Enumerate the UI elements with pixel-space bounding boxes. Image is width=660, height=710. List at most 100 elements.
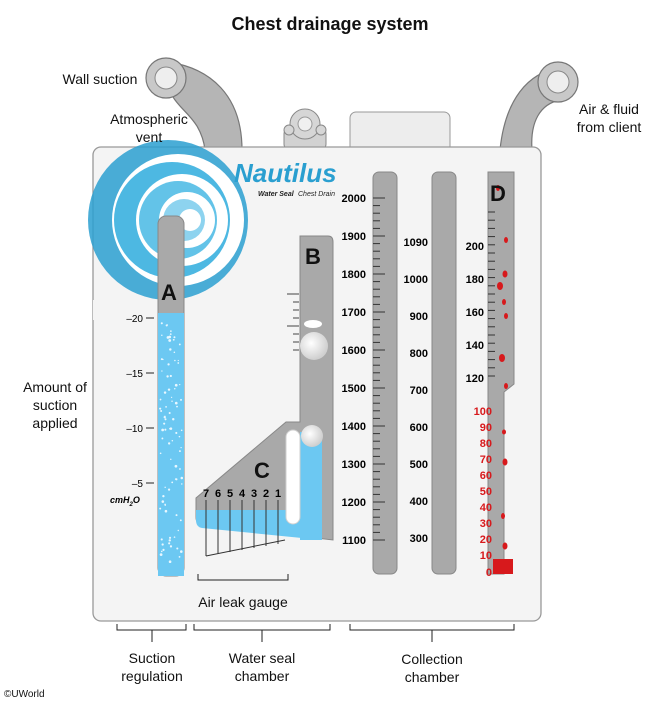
bubble-dot [171, 481, 174, 484]
bubble-dot [175, 514, 178, 517]
bubble-dot [166, 324, 168, 326]
scale-label: 600 [410, 422, 428, 434]
bubble-dot [159, 452, 162, 455]
column-a-scale: –20 –15 –10 –5 cmH2O [110, 314, 154, 508]
scale-a-tick: –15 [126, 369, 143, 380]
scale-label: 800 [410, 348, 428, 360]
scale-label: 140 [466, 340, 484, 352]
bubble-dot [169, 333, 172, 336]
leak-gauge-number: 3 [251, 488, 257, 500]
bubble-dot [168, 339, 172, 342]
bubble-dot [169, 374, 172, 378]
bubble-dot [170, 458, 172, 461]
scale-label: 80 [480, 438, 492, 450]
collection-d-ticks [488, 211, 495, 377]
bubble-dot [177, 362, 180, 364]
scale-label: 400 [410, 496, 428, 508]
bubble-dot [161, 428, 165, 432]
bubble-dot [174, 464, 178, 468]
bubble-dot [159, 407, 162, 410]
bubble-dot [169, 348, 172, 351]
leak-gauge-number: 4 [239, 488, 246, 500]
bubble-dot [179, 519, 182, 522]
leak-gauge-number: 2 [263, 488, 269, 500]
column-a-letter: A [161, 280, 177, 305]
scale-label: 10 [480, 550, 492, 562]
collection-tube-mid [431, 171, 457, 575]
wall-suction-pipe [145, 57, 243, 151]
bubble-dot [176, 405, 178, 408]
bubble-dot [180, 429, 183, 432]
bubble-dot [173, 336, 176, 339]
scale-label: 200 [466, 241, 484, 253]
scale-label: 1500 [342, 383, 366, 395]
scale-label: 1800 [342, 269, 366, 281]
bubble-dot [173, 351, 176, 354]
bubble-dot [172, 338, 175, 341]
atmospheric-vent-knob [283, 108, 327, 151]
bubble-dot [178, 435, 181, 438]
scale-label: 90 [480, 422, 492, 434]
scale-label: 120 [466, 373, 484, 385]
scale-label: 500 [410, 459, 428, 471]
bubble-dot [179, 468, 181, 470]
bubble-dot [162, 495, 165, 498]
air-leak-gauge: 7 6 5 4 3 2 1 [203, 488, 286, 557]
bubble-dot [160, 550, 163, 553]
bubble-dot [171, 440, 174, 442]
brand-tagline-a: Water Seal [258, 191, 295, 198]
scale-a-unit: cmH2O [110, 495, 140, 508]
label-water-seal-chamber: Water seal chamber [228, 650, 296, 684]
bubble-dot [180, 447, 182, 449]
bubble-dot [168, 412, 171, 415]
bubble-dot [160, 358, 163, 361]
bubble-dot [177, 529, 179, 532]
bubble-dot [169, 545, 173, 548]
leak-gauge-number: 7 [203, 488, 209, 500]
scale-label: 1200 [342, 497, 366, 509]
scale-a-tick: –5 [132, 479, 144, 490]
bubble-dot [161, 437, 164, 440]
bubble-dot [168, 539, 171, 542]
scale-label: 40 [480, 502, 492, 514]
bubble-dot [167, 488, 171, 491]
column-c-letter: C [254, 458, 270, 483]
bubble-dot [178, 450, 181, 453]
scale-a-tick: –10 [126, 424, 143, 435]
bubble-dot [174, 401, 178, 405]
scale-label: 50 [480, 486, 492, 498]
column-b-letter: B [305, 244, 321, 269]
label-amount-suction: Amount of suction applied [23, 379, 87, 431]
scale-collection-left: 2000 1900 1800 1700 1600 1500 1400 1300 … [342, 193, 366, 547]
label-atmospheric-vent: Atmospheric vent [110, 111, 188, 145]
scale-label: 0 [486, 567, 492, 579]
bubble-dot [160, 322, 163, 325]
collection-tube-d: D [487, 171, 515, 575]
scale-label: 1900 [342, 231, 366, 243]
bubble-dot [172, 418, 175, 421]
fluid-droplets [496, 185, 508, 550]
scale-label: 100 [474, 406, 492, 418]
scale-label: 900 [410, 311, 428, 323]
scale-collection-mid: 1090 1000 900 800 700 600 500 400 300 [404, 237, 428, 545]
bubble-dot [160, 410, 163, 412]
bubble-dot [174, 383, 178, 387]
scale-label: 1400 [342, 421, 366, 433]
scale-label: 1700 [342, 307, 366, 319]
bubble-dot [161, 543, 164, 546]
bubble-dot [177, 359, 179, 362]
bubble-dot [164, 418, 167, 421]
scale-label: 30 [480, 518, 492, 530]
bracket-water-seal [193, 624, 331, 642]
brand-name: Nautilus [234, 158, 337, 188]
scale-label: 20 [480, 534, 492, 546]
bubble-dot [180, 476, 184, 480]
label-suction-regulation: Suction regulation [121, 650, 183, 684]
column-a-suction-regulation: A [157, 215, 185, 577]
bubble-dot [175, 431, 178, 435]
bubble-dot [164, 486, 166, 489]
scale-label: 60 [480, 470, 492, 482]
bubble-dot [164, 415, 166, 417]
